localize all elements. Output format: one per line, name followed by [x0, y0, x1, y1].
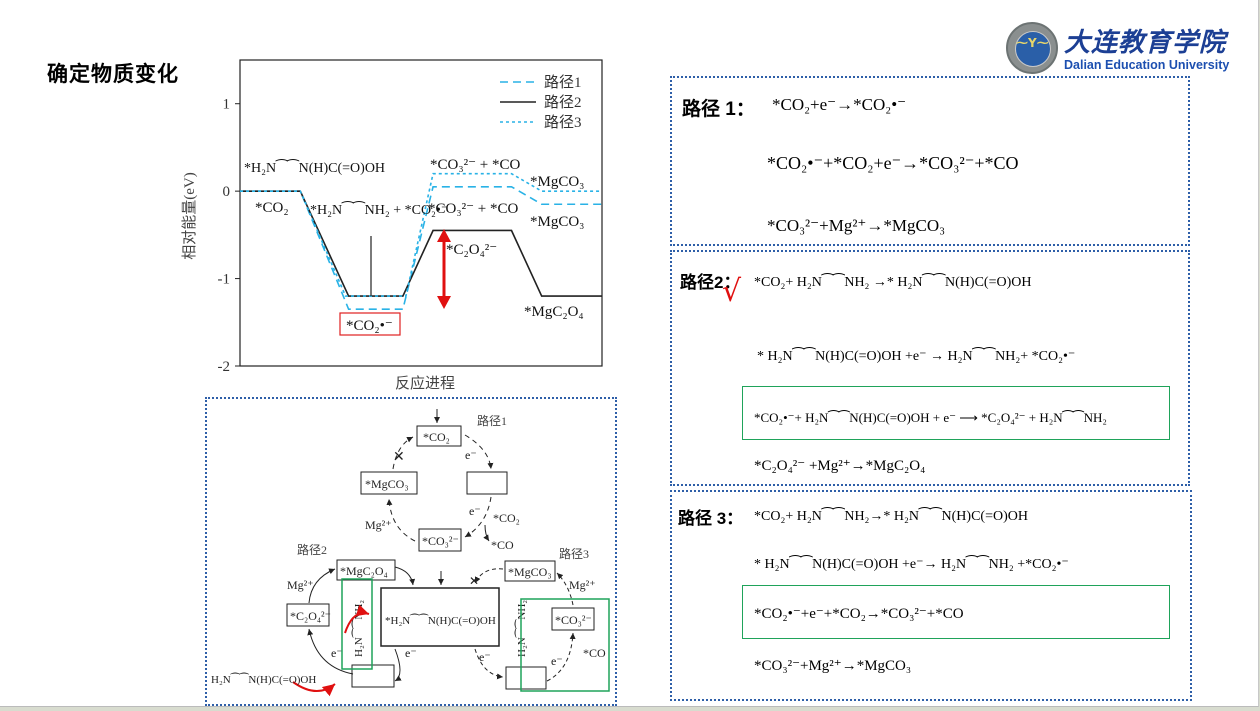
- node-mgco3-1-text: *MgCO₃: [365, 477, 409, 491]
- annotation-c2o4: *C₂O₄²⁻: [446, 242, 497, 258]
- edge-label-e: e⁻: [331, 646, 343, 660]
- node-co2rad-3: [505, 666, 547, 690]
- annotation-co3-co-upper: *CO₃²⁻ + *CO: [430, 157, 520, 173]
- legend-label-path3: 路径3: [544, 114, 582, 131]
- node-mgc2o4: [336, 559, 396, 581]
- node-co2rad-2: [351, 664, 395, 688]
- path3-equation-4: *CO₃²⁻+Mg²⁺→*MgCO₃: [754, 658, 912, 674]
- chart-annotations: *CO₂ *H₂N⁀⁀N(H)C(=O)OH *H₂N⁀⁀NH₂ + *CO₂•…: [244, 157, 584, 336]
- annotation-carbamate: *H₂N⁀⁀N(H)C(=O)OH: [244, 159, 385, 176]
- y-axis-label: 相对能量(eV): [181, 172, 198, 259]
- annotation-mgco3-upper: *MgCO₃: [530, 174, 584, 190]
- node-co3-3: [551, 607, 595, 631]
- y-tick-label: 0: [223, 184, 231, 200]
- path2-equation-1: *CO₂+ H₂N⁀⁀NH₂ →* H₂N⁀⁀N(H)C(=O)OH: [754, 275, 1032, 290]
- edge-label-e: e⁻: [479, 650, 491, 664]
- path2-equation-4: *C₂O₄²⁻ +Mg²⁺→*MgC₂O₄: [754, 458, 926, 474]
- node-co2: [416, 425, 462, 447]
- university-logo: ⁓Y⁓ 大连教育学院 Dalian Education University: [1006, 22, 1246, 76]
- annotation-mgc2o4: *MgC₂O₄: [524, 304, 584, 320]
- free-carbamate: H₂N⁀⁀N(H)C(=O)OH: [211, 673, 316, 686]
- legend-label-path2: 路径2: [544, 94, 582, 111]
- node-mgco3-3-text: *MgCO₃: [508, 565, 552, 579]
- path1-equations-panel: 路径 1： *CO₂+e⁻→*CO₂•⁻ *CO₂•⁻+*CO₂+e⁻→*CO₃…: [670, 76, 1190, 246]
- node-co3-1: [418, 528, 462, 552]
- path3-equation-2: * H₂N⁀⁀N(H)C(=O)OH +e⁻→ H₂N⁀⁀NH₂ +*CO₂•⁻: [754, 557, 1069, 572]
- y-tick-label: -2: [218, 359, 231, 375]
- node-carbamate-text: *H₂N⁀⁀N(H)C(=O)OH: [385, 614, 496, 627]
- path2-equations-panel: 路径2： √ *CO₂+ H₂N⁀⁀NH₂ →* H₂N⁀⁀N(H)C(=O)O…: [670, 250, 1190, 486]
- edge-label-mg: Mg²⁺: [569, 578, 596, 592]
- node-co3-3-text: *CO₃²⁻: [555, 613, 592, 627]
- path2-highlight-box: [742, 386, 1170, 440]
- annotation-co2rad-box: [339, 312, 401, 336]
- annotation-mgco3-lower: *MgCO₃: [530, 214, 584, 230]
- check-mark-icon: √: [722, 274, 742, 309]
- edge-label-e: e⁻: [469, 504, 481, 518]
- node-carbamate-center: [380, 587, 500, 647]
- path2-equation-2: * H₂N⁀⁀N(H)C(=O)OH +e⁻ → H₂N⁀⁀NH₂+ *CO₂•…: [757, 349, 1076, 364]
- university-seal-icon: ⁓Y⁓: [1006, 22, 1058, 74]
- path1-equation-3: *CO₃²⁻+Mg²⁺→*MgCO₃: [767, 216, 946, 235]
- path3-highlight-box: [742, 585, 1170, 639]
- series-line-path1: [240, 185, 602, 310]
- annotation-diamine-co2rad: *H₂N⁀⁀NH₂ + *CO₂•⁻: [310, 201, 448, 218]
- slide-title: 确定物质变化: [47, 63, 179, 86]
- annotation-co2: *CO₂: [255, 200, 289, 216]
- path1-equation-1: *CO₂+e⁻→*CO₂•⁻: [772, 95, 907, 114]
- series-line-path3: [240, 172, 602, 297]
- edge-label-co2-in: *CO₂: [493, 511, 520, 525]
- legend-label-path1: 路径1: [544, 74, 582, 91]
- node-c2o4: [286, 603, 330, 627]
- path2-label: 路径2：: [680, 273, 741, 292]
- node-mgco3-1: [360, 471, 418, 495]
- annotation-co3-co-lower: *CO₃²⁻ + *CO: [428, 201, 518, 217]
- energy-barrier-arrow: [437, 229, 451, 309]
- path3-label: 路径3: [559, 546, 589, 561]
- path3-highlight-box: [520, 598, 610, 692]
- path3-equation-1: *CO₂+ H₂N⁀⁀NH₂→* H₂N⁀⁀N(H)C(=O)OH: [754, 509, 1028, 524]
- node-mgc2o4-text: *MgC₂O₄: [340, 564, 388, 578]
- path2-label: 路径2: [297, 542, 327, 557]
- annotation-co2rad: *CO₂•⁻: [346, 318, 393, 334]
- blocked-x-icon: ✕: [469, 574, 479, 588]
- y-tick-label: -1: [218, 272, 231, 288]
- path1-label: 路径 1：: [682, 99, 755, 120]
- diamine-vertical-left: H₂N⁀⁀NH₂: [352, 600, 365, 657]
- energy-profile-chart: 1 0 -1 -2 相对能量(eV) 反应进程 路径1 路径2 路径3 *CO₂ *H…: [181, 59, 603, 392]
- path3-equations-panel: 路径 3： *CO₂+ H₂N⁀⁀NH₂→* H₂N⁀⁀N(H)C(=O)OH …: [670, 490, 1192, 701]
- diamine-highlight-box: [341, 578, 373, 670]
- node-c2o4-text: *C₂O₄²⁻: [290, 609, 331, 623]
- edge-label-co-out: *CO: [491, 538, 514, 552]
- blocked-x-icon: ✕: [393, 450, 405, 465]
- node-mgco3-3: [504, 560, 556, 582]
- path1-label: 路径1: [477, 413, 507, 428]
- plot-frame: [239, 59, 603, 367]
- edge-label-e: e⁻: [551, 654, 563, 668]
- node-co3-1-text: *CO₃²⁻: [422, 534, 459, 548]
- edge-label-mg: Mg²⁺: [365, 518, 392, 532]
- edge-label-co-out: *CO: [583, 646, 606, 660]
- logo-cn-name: 大连教育学院: [1064, 28, 1227, 58]
- path2-equation-3: *CO₂•⁻+ H₂N⁀⁀N(H)C(=O)OH + e⁻ ⟶ *C₂O₄²⁻ …: [754, 410, 1107, 425]
- node-co2rad-1: [466, 471, 508, 495]
- path3-equation-3: *CO₂•⁻+e⁻+*CO₂→*CO₃²⁻+*CO: [754, 606, 964, 622]
- red-curved-arrow: [292, 681, 336, 697]
- red-curved-arrow: [344, 604, 370, 634]
- edge-label-e: e⁻: [405, 646, 417, 660]
- mechanism-diagram-panel: 路径1 *CO₂ *MgCO₃ *CO₃²⁻ e⁻ e⁻ *CO₂ *CO Mg…: [205, 397, 617, 706]
- mechanism-diagram: 路径1 *CO₂ *MgCO₃ *CO₃²⁻ e⁻ e⁻ *CO₂ *CO Mg…: [211, 409, 610, 697]
- edge-label-e: e⁻: [465, 448, 477, 462]
- y-tick-label: 1: [223, 97, 231, 113]
- logo-en-name: Dalian Education University: [1064, 58, 1230, 72]
- x-axis-label: 反应进程: [395, 374, 455, 392]
- path1-equation-2: *CO₂•⁻+*CO₂+e⁻→*CO₃²⁻+*CO: [767, 153, 1019, 173]
- legend: 路径1 路径2 路径3: [500, 74, 582, 131]
- node-co2-text: *CO₂: [423, 430, 450, 444]
- path3-label: 路径 3：: [678, 509, 744, 528]
- edge-label-mg: Mg²⁺: [287, 578, 314, 592]
